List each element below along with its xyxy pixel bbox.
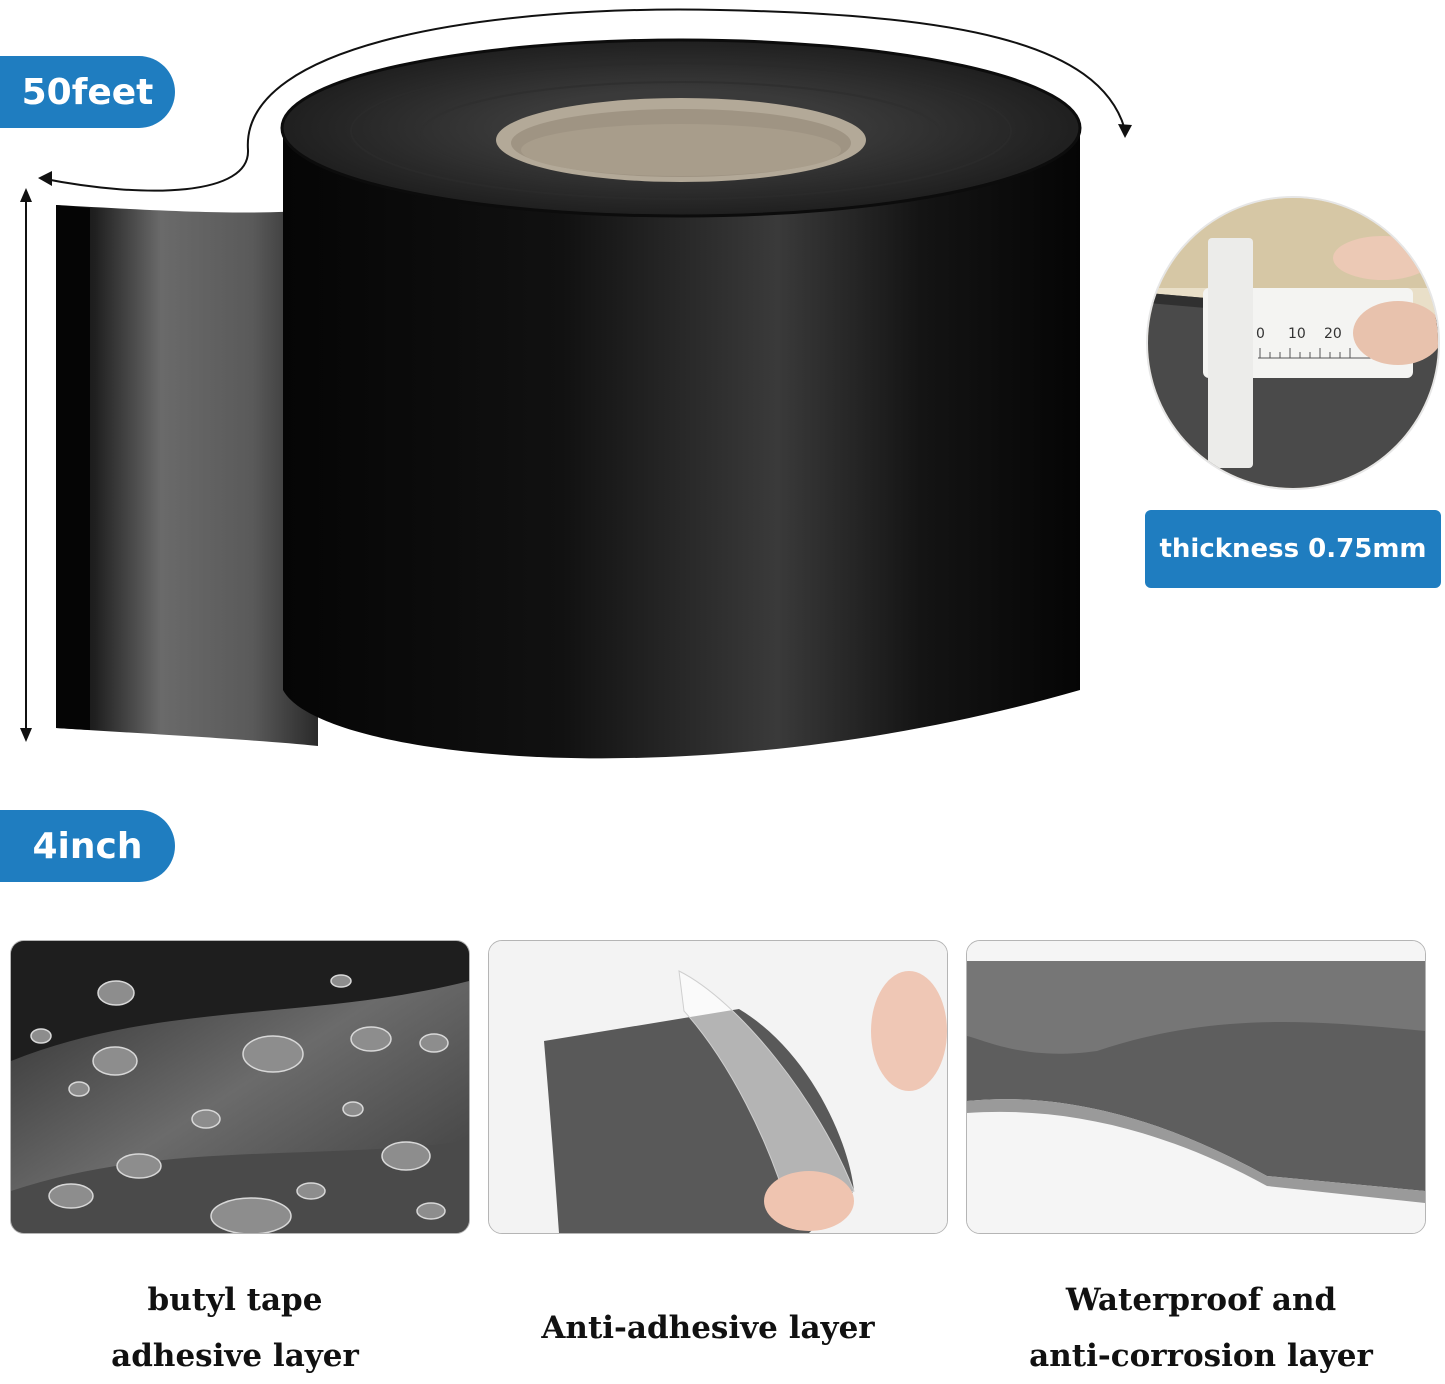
length-arrow-head-left (38, 171, 52, 186)
waterproof-layer-photo (966, 940, 1426, 1234)
caliper-scale-20: 20 (1324, 326, 1342, 342)
caliper-scale-10: 10 (1288, 326, 1306, 342)
butyl-layer-photo (10, 940, 470, 1234)
width-arrow-head-bottom (20, 728, 32, 742)
width-label: 4inch (0, 810, 175, 882)
tape-roll-body (283, 130, 1080, 759)
length-label: 50feet (0, 56, 175, 128)
tape-roll-illustration (20, 8, 1132, 759)
tape-strip-shade (56, 205, 90, 730)
anti-adhesive-layer-photo (488, 940, 948, 1234)
finger (1353, 301, 1438, 365)
caption-line: Waterproof and (1065, 1282, 1337, 1318)
thickness-label: thickness 0.75mm (1145, 510, 1441, 588)
finger (764, 1171, 854, 1231)
water-drops (30, 974, 449, 1233)
length-arrow-head-right (1118, 124, 1132, 138)
width-arrow-head-top (20, 188, 32, 202)
caption-line: adhesive layer (111, 1338, 359, 1374)
length-arrow (39, 8, 1126, 192)
caption-anti-adhesive-layer: Anti-adhesive layer (473, 1300, 943, 1356)
caption-butyl-adhesive-layer: butyl tape adhesive layer (0, 1272, 470, 1384)
caption-line: anti-corrosion layer (1029, 1338, 1373, 1374)
caption-waterproof-layer: Waterproof and anti-corrosion layer (966, 1272, 1436, 1384)
caption-line: butyl tape (147, 1282, 323, 1318)
caption-line: Anti-adhesive layer (541, 1310, 875, 1346)
thickness-zoom-photo: 0 10 20 (1146, 196, 1440, 490)
caliper-scale-0: 0 (1256, 326, 1265, 342)
caliper-icon (1203, 288, 1413, 378)
finger (871, 971, 947, 1091)
tape-strip (56, 205, 318, 746)
